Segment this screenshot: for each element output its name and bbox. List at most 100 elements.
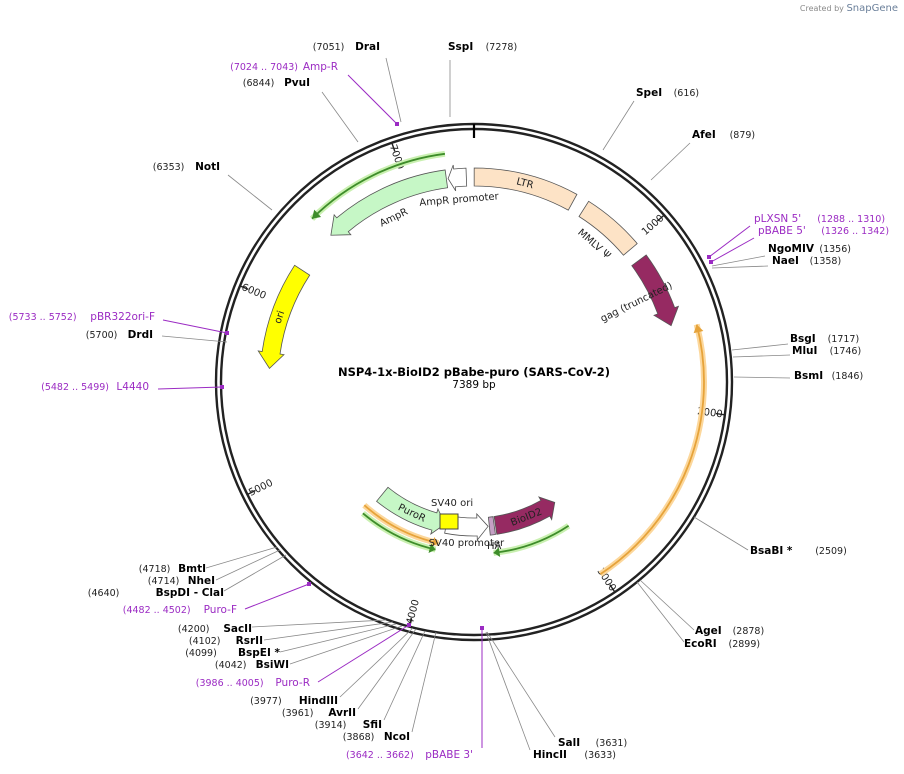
primer-sites: Amp-R(7024 .. 7043)pLXSN 5'(1288 .. 1310… [9,61,889,761]
tick-label: 1000 [640,213,666,238]
primer-mark [707,255,711,259]
site-position: (3977) [250,696,282,707]
site-leader-line [385,57,402,123]
site-pvui: PvuI [284,77,310,89]
site-leader-line [485,631,531,751]
site-noti: NotI [195,161,220,173]
site-leader-line [263,621,394,641]
feature-label-ampr-promoter: AmpR promoter [419,191,500,209]
site-position: (4200) [178,624,210,635]
site-leader-line [223,554,287,592]
orf-arc [493,524,570,554]
site-leader-line [357,628,417,710]
site-leader-line [602,100,635,151]
site-leader-line [711,255,766,267]
primer-l4440: L4440 [116,381,149,393]
primer-position: (1288 .. 1310) [817,214,885,225]
site-hindiii: HindIII [299,695,338,707]
feature-ha [487,516,496,536]
site-bsmi: BsmI [794,370,823,382]
site-leader-line [650,142,691,181]
sv40-ori-box [439,513,459,530]
primer-position: (7024 .. 7043) [230,62,298,73]
site-position: (2878) [733,626,765,637]
site-bmti: BmtI [178,563,206,575]
site-position: (4042) [215,660,247,671]
feature-label-ha: HA [487,541,502,552]
orf-arc [311,152,446,220]
site-drdi: DrdI [128,329,153,341]
primer-pbabe-5: pBABE 5' [758,225,806,237]
site-leader-line [289,625,403,665]
orf-arrowhead [428,543,436,554]
feature-bioid2 [493,496,556,535]
site-afei: AfeI [692,129,716,141]
site-leader-line [639,579,695,631]
site-position: (6353) [153,162,185,173]
site-position: (4640) [88,588,120,599]
site-sspi: SspI [448,41,473,53]
feature-label-ltr: LTR [515,176,534,191]
tick-mark [715,412,725,416]
site-leader-line [205,546,278,569]
snapgene-logo-text: SnapGene [846,3,898,14]
sv40-ori-label: SV40 ori [431,498,473,509]
tick-label: 4000 [405,598,422,625]
site-nhei: NheI [188,575,215,587]
primer-leader-line [162,319,228,334]
site-sfii: SfiI [363,719,382,731]
site-position: (3914) [315,720,347,731]
orf-arrowhead [493,547,501,558]
tick-mark [247,489,256,496]
feature-label-ori: ori [273,309,288,325]
site-leader-line [693,516,749,551]
primer-pbabe-3: pBABE 3' [425,749,473,761]
site-ecori: EcoRI [684,638,717,650]
site-drai: DraI [355,41,380,53]
site-leader-line [733,376,791,379]
site-leader-line [215,549,281,581]
primer-mark [307,582,311,586]
orf-arrowhead [431,536,439,547]
site-position: (1356) [819,244,851,255]
site-position: (3868) [343,732,375,743]
orf-arrowhead [312,209,322,219]
feature-ampr [330,169,449,236]
orf-highlight [598,323,707,577]
feature-ampr-promoter [447,164,468,192]
site-position: (2509) [815,546,847,557]
site-hincii: HincII [533,749,567,761]
site-mlui: MluI [792,345,817,357]
site-bsiwi: BsiWI [256,659,289,671]
site-position: (6844) [243,78,275,89]
primer-position: (5733 .. 5752) [9,312,77,323]
site-position: (7278) [486,42,518,53]
site-sacii: SacII [223,623,252,635]
primer-mark [709,260,713,264]
feature-ori [257,264,311,369]
site-position: (3633) [584,750,616,761]
feature-ltr [473,167,578,211]
site-position: (3961) [282,708,314,719]
plasmid-length: 7389 bp [452,379,496,391]
tick-mark [239,285,249,290]
orf-arc [362,512,436,551]
site-naei: NaeI [772,255,799,267]
site-position: (2899) [729,639,761,650]
primer-position: (3986 .. 4005) [196,678,264,689]
snapgene-credit: Created by SnapGene [800,3,898,14]
primer-position: (4482 .. 4502) [123,605,191,616]
site-sali: SalI [558,737,580,749]
restriction-sites: SspI(7278)DraI(7051)PvuI(6844)NotI(6353)… [86,41,863,761]
site-avrii: AvrII [328,707,356,719]
orf-arcs [309,150,707,577]
site-position: (4714) [148,576,180,587]
site-bspdi-clai: BspDI - ClaI [156,587,224,599]
site-position: (1717) [828,334,860,345]
site-spei: SpeI [636,87,662,99]
site-position: (879) [730,130,756,141]
site-bsgi: BsgI [790,333,816,345]
site-leader-line [411,631,437,733]
site-position: (3631) [596,738,628,749]
